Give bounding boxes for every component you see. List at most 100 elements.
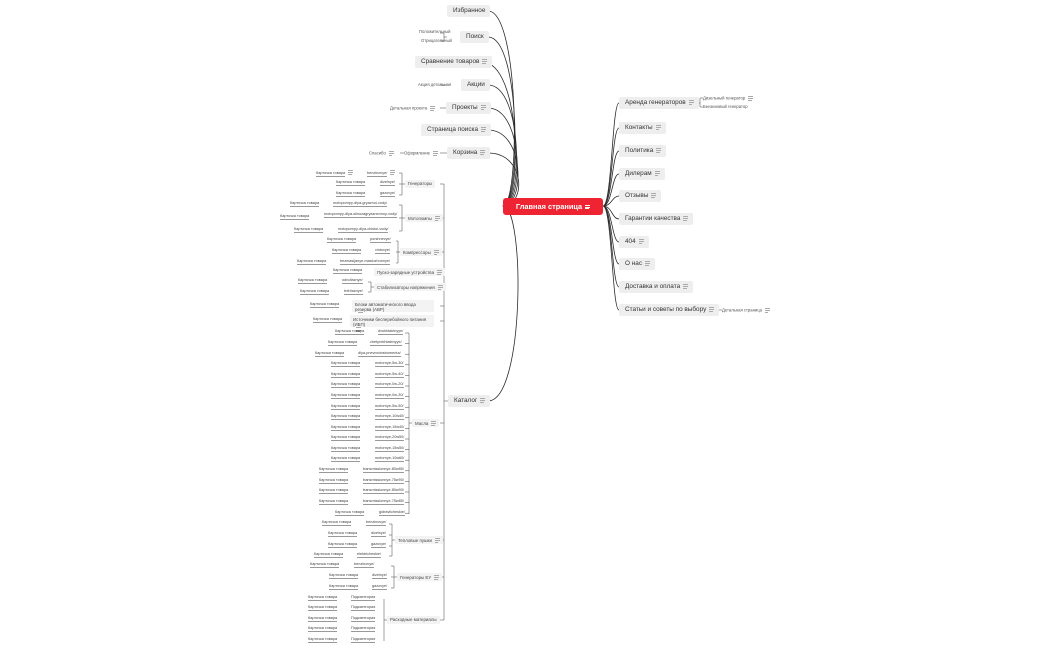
- catalog-item[interactable]: motornye-5w-30/: [375, 361, 404, 368]
- node-articles[interactable]: Статьи и советы по выбору: [619, 304, 720, 316]
- catalog-item[interactable]: motopompy-dlya-gryaznoi-vody/: [333, 201, 388, 208]
- catalog-item[interactable]: Подкатегория: [351, 605, 376, 612]
- catalog-group[interactable]: Тепловые пушки: [395, 536, 443, 544]
- product-card-label[interactable]: Карточка товара: [336, 180, 366, 187]
- catalog-item[interactable]: vintovye/: [375, 248, 390, 255]
- catalog-item[interactable]: transmissionnye-80w90/: [363, 488, 404, 495]
- product-card-label[interactable]: Карточка товара: [328, 531, 358, 538]
- product-card-label[interactable]: Карточка товара: [308, 605, 338, 612]
- catalog-item[interactable]: Подкатегория: [351, 616, 376, 623]
- product-card-label[interactable]: Карточка товара: [319, 478, 349, 485]
- catalog-group[interactable]: Мотопомпы: [405, 214, 443, 222]
- catalog-item[interactable]: dizelnye/: [371, 531, 386, 538]
- catalog-item[interactable]: motopompy-dlya-chistoi-vody/: [338, 227, 389, 234]
- node-contacts[interactable]: Контакты: [619, 122, 666, 134]
- catalog-item[interactable]: motornye-5w-50/: [375, 404, 404, 411]
- catalog-item[interactable]: benzinovye/: [367, 170, 396, 177]
- catalog-group[interactable]: Масла: [412, 419, 440, 427]
- product-card-label[interactable]: Карточка товара: [331, 361, 361, 368]
- product-card-label[interactable]: Карточка товара: [331, 382, 361, 389]
- catalog-item[interactable]: chetyrekhtaktnyye/: [370, 340, 402, 347]
- product-card-label[interactable]: Карточка товара: [297, 259, 327, 266]
- product-card-label[interactable]: Карточка товара: [298, 278, 328, 285]
- catalog-item[interactable]: motornye-0w-30/: [375, 393, 404, 400]
- node-policy[interactable]: Политика: [619, 145, 667, 157]
- product-card-label[interactable]: Карточка товара: [319, 488, 349, 495]
- catalog-item[interactable]: motornye-15w50/: [375, 446, 405, 453]
- catalog-item[interactable]: elektricheskie/: [357, 552, 382, 559]
- product-card-label[interactable]: Карточка товара: [331, 446, 361, 453]
- product-card-label[interactable]: Карточка товара: [331, 393, 361, 400]
- node-quality[interactable]: Гарантии качества: [619, 213, 694, 225]
- catalog-item[interactable]: benzinovye/: [366, 520, 387, 527]
- product-card-label[interactable]: Карточка товара: [310, 562, 340, 569]
- product-card-label[interactable]: Карточка товара: [308, 616, 338, 623]
- product-card-label[interactable]: Карточка товара: [333, 268, 363, 275]
- catalog-item[interactable]: motopompy-dlya-silnozagryaznennoy-vody/: [324, 212, 399, 224]
- catalog-item[interactable]: Подкатегория: [351, 637, 376, 644]
- product-card-label[interactable]: Карточка товара: [331, 435, 361, 442]
- catalog-item[interactable]: bezmasljanye-maslozhunnye/: [340, 259, 391, 266]
- product-card-label[interactable]: Карточка товара: [331, 404, 361, 411]
- product-card-label[interactable]: Карточка товара: [331, 414, 361, 421]
- node-favorites[interactable]: Избранное: [447, 5, 491, 17]
- product-card-label[interactable]: Карточка товара: [329, 584, 359, 591]
- node-cart[interactable]: Корзина: [447, 147, 491, 159]
- catalog-item[interactable]: trehfaznye/: [344, 289, 363, 296]
- catalog-item[interactable]: transmissionnye-75w85/: [363, 499, 404, 506]
- node-404[interactable]: 404: [619, 236, 649, 248]
- catalog-item[interactable]: dizelnye/: [372, 573, 387, 580]
- node-reviews[interactable]: Отзывы: [619, 190, 662, 202]
- catalog-item[interactable]: dlya-pnevmoinstrumenta/: [358, 351, 401, 358]
- product-card-label[interactable]: Карточка товара: [332, 248, 362, 255]
- catalog-group[interactable]: Компрессоры: [400, 248, 442, 256]
- catalog-group[interactable]: Стабилизаторы напряжения: [374, 283, 446, 291]
- catalog-item[interactable]: gazovye/: [372, 584, 388, 591]
- product-card-label[interactable]: Карточка товара: [331, 372, 361, 379]
- product-card-label[interactable]: Карточка товара: [280, 214, 310, 221]
- catalog-item[interactable]: odnofaznye/: [342, 278, 363, 285]
- catalog-item[interactable]: gazovye/: [371, 542, 387, 549]
- product-card-label[interactable]: Карточка товара: [308, 595, 338, 602]
- node-dealers[interactable]: Дилерам: [619, 168, 665, 180]
- product-card-label[interactable]: Карточка товара: [328, 340, 358, 347]
- catalog-item[interactable]: dizelnye/: [380, 180, 395, 187]
- product-card-label[interactable]: Карточка товара: [328, 542, 358, 549]
- node-search[interactable]: Поиск: [460, 31, 489, 43]
- root-node[interactable]: Главная страница: [503, 198, 603, 215]
- catalog-item[interactable]: transmissionnye-75w90/: [363, 478, 404, 485]
- product-card-label[interactable]: Карточка товара: [336, 191, 366, 198]
- product-card-label[interactable]: Карточка товара: [319, 499, 349, 506]
- catalog-group[interactable]: Расходные материалы: [387, 616, 440, 624]
- node-promo[interactable]: Акции: [461, 79, 490, 91]
- product-card-label[interactable]: Карточка товара: [322, 520, 352, 527]
- product-card-label[interactable]: Карточка товара: [331, 425, 361, 432]
- product-card-label[interactable]: Карточка товара: [316, 170, 354, 177]
- product-card-label[interactable]: Карточка товара: [308, 637, 338, 644]
- catalog-item[interactable]: motornye-10w60/: [375, 456, 405, 463]
- product-card-label[interactable]: Карточка товара: [313, 317, 343, 324]
- catalog-item[interactable]: motornye-15w40/: [375, 425, 405, 432]
- catalog-item[interactable]: Подкатегория: [351, 626, 376, 633]
- product-card-label[interactable]: Карточка товара: [310, 302, 340, 309]
- node-about[interactable]: О нас: [619, 258, 656, 270]
- catalog-item[interactable]: motornye-20w50/: [375, 435, 405, 442]
- catalog-item[interactable]: motornye-10w40/: [375, 414, 405, 421]
- node-search-page[interactable]: Страница поиска: [421, 124, 492, 136]
- node-projects[interactable]: Проекты: [446, 102, 491, 114]
- catalog-item[interactable]: dvukhtaktnyye/: [378, 329, 404, 336]
- catalog-group[interactable]: Генераторы ЕУ: [397, 573, 443, 581]
- catalog-item[interactable]: motornye-0w-20/: [375, 382, 404, 389]
- product-card-label[interactable]: Карточка товара: [329, 573, 359, 580]
- product-card-label[interactable]: Карточка товара: [300, 289, 330, 296]
- product-card-label[interactable]: Карточка товара: [335, 510, 365, 517]
- node-delivery[interactable]: Доставка и оплата: [619, 281, 694, 293]
- product-card-label[interactable]: Карточка товара: [327, 237, 357, 244]
- catalog-item[interactable]: gidravlicheskie/: [379, 510, 405, 517]
- node-compare[interactable]: Сравнение товаров: [415, 56, 493, 68]
- product-card-label[interactable]: Карточка товара: [315, 351, 345, 358]
- catalog-item[interactable]: porshnevye/: [370, 237, 391, 244]
- product-card-label[interactable]: Карточка товара: [319, 467, 349, 474]
- product-card-label[interactable]: Карточка товара: [314, 552, 344, 559]
- node-rental[interactable]: Аренда генераторов: [619, 97, 699, 109]
